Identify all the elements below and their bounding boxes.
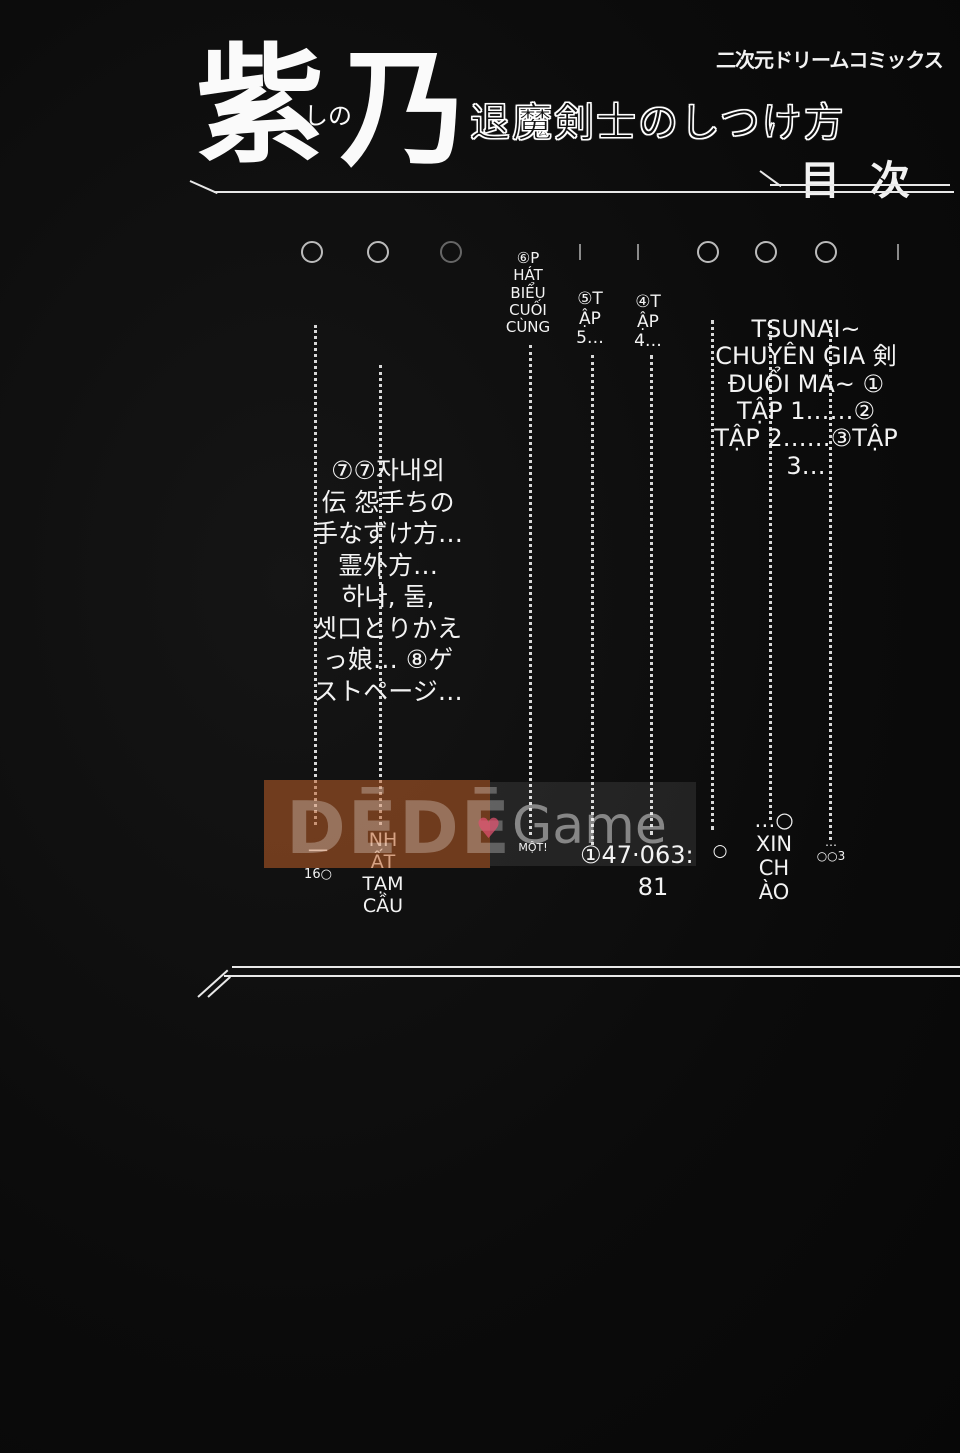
- header-rule: [214, 191, 954, 193]
- watermark-game-text: Game: [512, 796, 667, 856]
- dotted-leader: [769, 320, 772, 820]
- chapter-marker-circle: [440, 241, 462, 263]
- heart-icon: ♥: [476, 812, 502, 845]
- chapter-marker-circle: [367, 241, 389, 263]
- title-ruby: しの: [304, 102, 352, 130]
- chapter-marker-circle: [755, 241, 777, 263]
- watermark-right-box: [490, 782, 696, 866]
- chapter-marker-circle: [301, 241, 323, 263]
- dotted-leader: [711, 320, 714, 830]
- chapter-marker-circle: [815, 241, 837, 263]
- chapter-7-page-number: 16○: [304, 867, 332, 882]
- toc-heading: 目次: [800, 158, 940, 204]
- chapter-5-title: ⑤T ẬP 5…: [576, 289, 604, 349]
- dotted-leader: [650, 355, 653, 835]
- chapter-marker-tick: [897, 244, 899, 260]
- dotted-leader: [829, 320, 832, 840]
- chapter-1-page: ○: [712, 841, 728, 861]
- title-kanji-no: 乃: [340, 35, 469, 185]
- header-rule-slash: [189, 180, 218, 195]
- footer-rule: [232, 966, 960, 968]
- dotted-leader: [529, 345, 532, 835]
- chapter-7-8-title: ⑦⑦자내외 伝 怨手ちの 手なずけ方… 霊外方… 하나, 둘, 셋口とりかえ っ…: [312, 456, 463, 706]
- footer-rule-inner: [224, 975, 960, 977]
- footer-rule-slash-inner: [207, 976, 231, 998]
- chapter-2-page-text: …○ XIN CH ÀO: [754, 808, 794, 905]
- header-rule-accent: [770, 184, 950, 186]
- dotted-leader: [314, 325, 317, 825]
- chapter-3-page: … ○○3: [816, 835, 846, 863]
- chapter-1-3-title: TSUNAI~ CHUYÊN GIA 剣 ĐUỔI MA~ ① TẬP 1……②…: [714, 315, 898, 480]
- watermark-logo-text: DĒDĒ: [286, 786, 512, 870]
- chapter-marker-tick: [637, 244, 639, 260]
- chapter-marker-tick: [579, 244, 581, 260]
- chapter-marker-circle: [697, 241, 719, 263]
- chapter-6-title: ⑥P HÁT BIỂU CUỐI CÙNG: [505, 249, 551, 336]
- chapter-6-page: MỘT!: [518, 841, 548, 854]
- subtitle: 退魔剣士のしつけ方: [470, 100, 846, 147]
- dotted-leader: [379, 365, 382, 825]
- chapter-5-page: ①47·063:: [580, 841, 694, 869]
- title-kanji-shi: 紫: [196, 31, 325, 181]
- publisher-label: 二次元ドリームコミックス: [716, 48, 944, 72]
- watermark-left-box: [264, 780, 490, 868]
- chapter-4-page: 81: [637, 873, 669, 901]
- chapter-4-title: ④T ẬP 4…: [634, 292, 662, 352]
- dotted-leader: [591, 355, 594, 845]
